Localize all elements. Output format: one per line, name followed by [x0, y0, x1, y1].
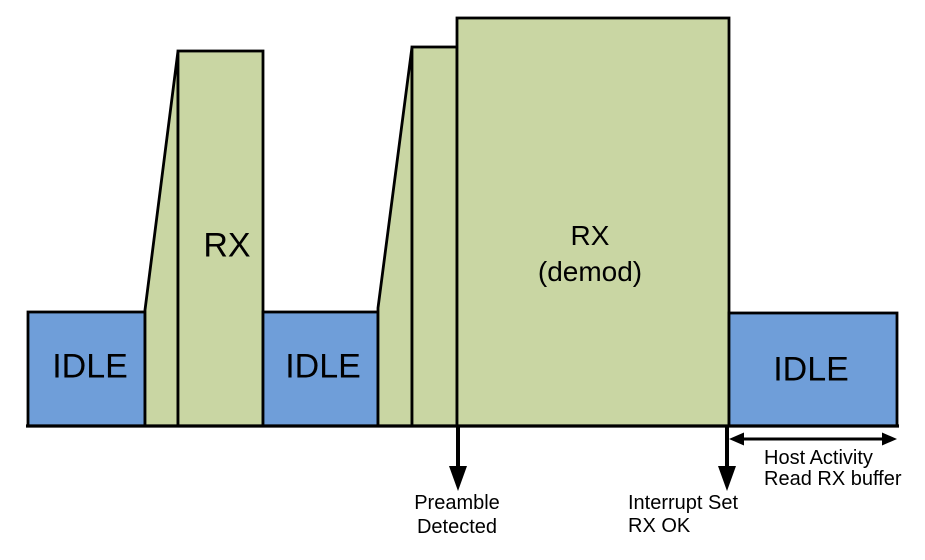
host-activity-note: Host Activity Read RX buffer [764, 448, 902, 490]
interrupt-set-arrow [718, 427, 736, 491]
interrupt-set-note: Interrupt Set RX OK [628, 492, 738, 538]
rx-label-1: RX [203, 226, 251, 265]
host-activity-span-arrow [729, 432, 897, 446]
idle-block-2 [261, 310, 380, 428]
host-activity-line2: Read RX buffer [764, 468, 902, 490]
preamble-detected-line1: Preamble [414, 492, 500, 514]
interrupt-set-line2: RX OK [628, 515, 691, 537]
rx-block-1 [176, 49, 265, 428]
idle-label-1: IDLE [52, 347, 128, 386]
rx-demod-label-line1: RX [570, 220, 610, 251]
idle-label-2: IDLE [285, 347, 361, 386]
idle-block-1 [26, 310, 147, 428]
preamble-detected-note: Preamble Detected [414, 491, 500, 539]
interrupt-set-line1: Interrupt Set [628, 492, 739, 514]
rx-rampup-2 [376, 46, 414, 428]
idle-label-3: IDLE [773, 350, 849, 389]
preamble-detected-arrow [449, 427, 467, 491]
rx-demod-label: RX (demod) [538, 218, 642, 290]
rx-rampup-1 [143, 50, 180, 428]
rx-block-2 [410, 45, 459, 428]
preamble-detected-line2: Detected [416, 516, 498, 538]
host-activity-line1: Host Activity [764, 447, 873, 469]
rx-demod-label-line2: (demod) [537, 256, 643, 287]
